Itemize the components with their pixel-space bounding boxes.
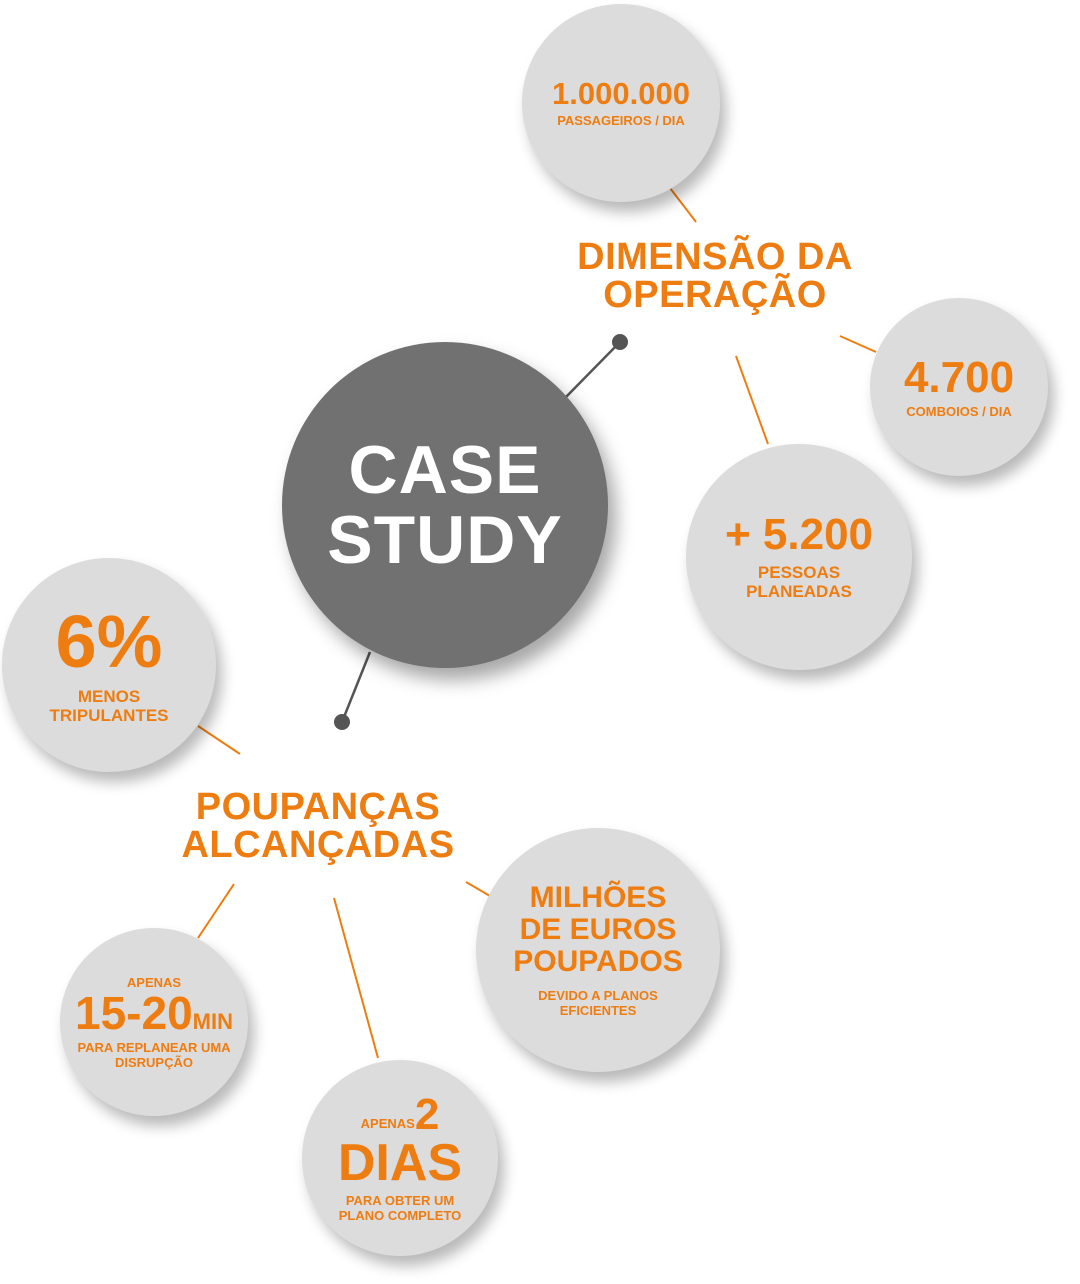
connector-dot-bottom bbox=[334, 714, 350, 730]
connector-passengers bbox=[669, 187, 697, 223]
days-prefix: APENAS bbox=[360, 1116, 415, 1131]
connector-people bbox=[735, 355, 769, 445]
days-number: 2 bbox=[414, 1090, 440, 1139]
euros-line2: DE EUROS bbox=[519, 913, 677, 946]
case-study-hub: CASE STUDY bbox=[282, 342, 608, 668]
operation-heading-line2: OPERAÇÃO bbox=[603, 274, 827, 316]
replan-bubble: APENAS 15-20 MIN PARA REPLANEAR UMA DISR… bbox=[60, 928, 248, 1116]
connector-dot-top bbox=[612, 334, 628, 350]
savings-heading-line2: ALCANÇADAS bbox=[181, 824, 455, 866]
euros-line3: POUPADOS bbox=[513, 945, 683, 978]
hub-title-line1: CASE bbox=[348, 432, 542, 508]
people-value: + 5.200 bbox=[724, 510, 874, 559]
euros-bubble: MILHÕES DE EUROS POUPADOS DEVIDO A PLANO… bbox=[476, 828, 720, 1072]
euros-label-line2: EFICIENTES bbox=[559, 1003, 637, 1018]
crew-bubble: 6% MENOS TRIPULANTES bbox=[2, 558, 216, 772]
crew-value: 6% bbox=[55, 600, 163, 683]
connector-replan bbox=[197, 883, 235, 939]
passengers-bubble: 1.000.000 PASSAGEIROS / DIA bbox=[522, 4, 720, 202]
days-value: DIAS bbox=[337, 1134, 463, 1192]
connector-trains bbox=[839, 335, 877, 353]
trains-bubble: 4.700 COMBOIOS / DIA bbox=[870, 298, 1048, 476]
operation-heading-line1: DIMENSÃO DA bbox=[577, 236, 853, 278]
hub-connector-bottom bbox=[340, 651, 372, 723]
replan-prefix: APENAS bbox=[126, 974, 182, 990]
replan-label-line1: PARA REPLANEAR UMA bbox=[77, 1039, 231, 1055]
replan-value-row: 15-20 MIN bbox=[75, 990, 233, 1036]
connector-euros bbox=[465, 881, 491, 897]
euros-label-line1: DEVIDO A PLANOS bbox=[538, 988, 658, 1003]
passengers-value: 1.000.000 bbox=[552, 76, 690, 111]
trains-label: COMBOIOS / DIA bbox=[906, 403, 1012, 419]
passengers-label: PASSAGEIROS / DIA bbox=[557, 113, 685, 128]
days-bubble: APENAS 2 DIAS PARA OBTER UM PLANO COMPLE… bbox=[302, 1060, 498, 1256]
operation-heading: DIMENSÃO DA OPERAÇÃO bbox=[550, 238, 880, 314]
connector-days bbox=[333, 897, 379, 1059]
replan-label-line2: DISRUPÇÃO bbox=[114, 1054, 193, 1070]
people-label-line2: PLANEADAS bbox=[746, 582, 852, 601]
savings-heading-line1: POUPANÇAS bbox=[195, 786, 441, 828]
days-label-line1: PARA OBTER UM bbox=[345, 1193, 455, 1208]
people-label-line1: PESSOAS bbox=[757, 563, 841, 582]
crew-label-line1: MENOS bbox=[77, 687, 141, 706]
hub-connector-top bbox=[564, 341, 621, 399]
replan-value: 15-20 bbox=[75, 986, 193, 1039]
euros-line1: MILHÕES bbox=[529, 881, 667, 914]
crew-label-line2: TRIPULANTES bbox=[49, 706, 169, 725]
days-label-line2: PLANO COMPLETO bbox=[338, 1208, 462, 1223]
people-bubble: + 5.200 PESSOAS PLANEADAS bbox=[686, 444, 912, 670]
hub-title-line2: STUDY bbox=[327, 502, 563, 578]
replan-unit: MIN bbox=[192, 1008, 233, 1034]
days-prefix-row: APENAS 2 bbox=[361, 1093, 440, 1137]
trains-value: 4.700 bbox=[903, 352, 1015, 402]
connector-crew bbox=[197, 725, 241, 755]
savings-heading: POUPANÇAS ALCANÇADAS bbox=[158, 788, 478, 864]
